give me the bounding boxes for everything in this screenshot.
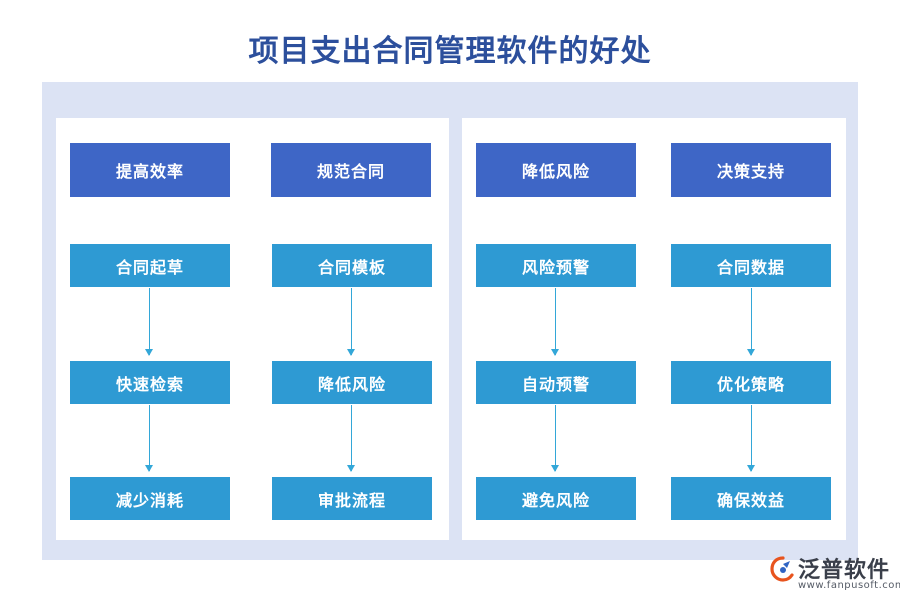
flow-arrow	[551, 288, 559, 356]
step-box: 自动预警	[476, 361, 636, 404]
step-box: 确保效益	[671, 477, 831, 520]
step-box: 减少消耗	[70, 477, 230, 520]
step-box: 降低风险	[272, 361, 432, 404]
flow-arrow	[145, 405, 153, 472]
flow-arrow	[347, 288, 355, 356]
step-box: 优化策略	[671, 361, 831, 404]
flow-arrow	[747, 288, 755, 356]
step-box: 合同数据	[671, 244, 831, 287]
step-box: 快速检索	[70, 361, 230, 404]
logo-name: 泛普软件	[798, 558, 891, 583]
flow-arrow	[145, 288, 153, 356]
flow-arrow	[747, 405, 755, 472]
step-box: 合同起草	[70, 244, 230, 287]
column-header-risk: 降低风险	[476, 143, 636, 197]
diagram-title: 项目支出合同管理软件的好处	[248, 34, 652, 69]
step-box: 合同模板	[272, 244, 432, 287]
step-box: 风险预警	[476, 244, 636, 287]
flow-arrow	[347, 405, 355, 472]
column-header-standardize: 规范合同	[271, 143, 431, 197]
step-box: 审批流程	[272, 477, 432, 520]
step-box: 避免风险	[476, 477, 636, 520]
flow-arrow	[551, 405, 559, 472]
brand-logo: 泛普软件 www.fanpusoft.com	[768, 552, 900, 596]
logo-url: www.fanpusoft.com	[798, 580, 900, 591]
column-header-efficiency: 提高效率	[70, 143, 230, 197]
column-header-decision: 决策支持	[671, 143, 831, 197]
fanpu-logo-icon	[770, 556, 794, 582]
